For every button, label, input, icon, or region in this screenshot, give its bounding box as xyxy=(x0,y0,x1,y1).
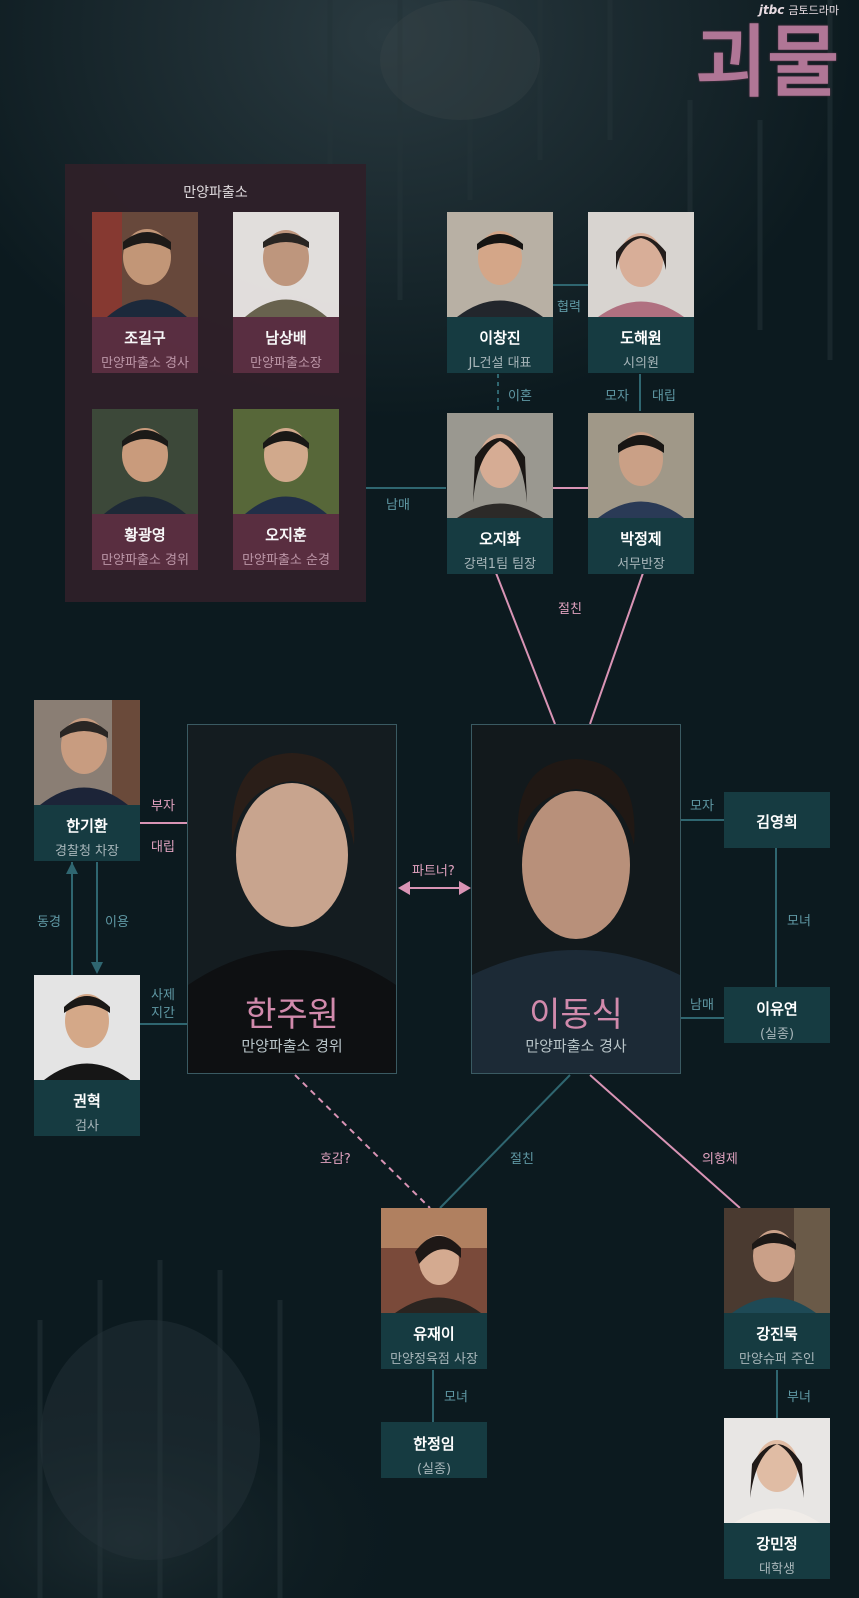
relation-best-friend2: 절친 xyxy=(510,1148,534,1167)
relation-mentor-line1: 사제 xyxy=(151,984,175,1003)
character-role: 경찰청 차장 xyxy=(34,836,140,859)
character-role: 만양정육점 사장 xyxy=(381,1344,487,1367)
character-role: 대학생 xyxy=(724,1554,830,1577)
portrait xyxy=(588,413,694,518)
character-role: 만양파출소 경위 xyxy=(92,545,198,568)
character-name: 조길구 xyxy=(92,317,198,348)
character-role: 강력1팀 팀장 xyxy=(447,549,553,572)
character-name: 유재이 xyxy=(381,1313,487,1344)
line-sworn-brothers xyxy=(590,1075,740,1208)
relation-siblings2: 남매 xyxy=(690,994,714,1013)
character-name: 한정임 xyxy=(381,1422,487,1454)
portrait xyxy=(233,212,339,317)
character-name: 황광영 xyxy=(92,514,198,545)
character-role: 만양파출소장 xyxy=(233,348,339,371)
character-name: 한주원 xyxy=(188,987,396,1036)
character-role: 시의원 xyxy=(588,348,694,371)
character-role: 만양슈퍼 주인 xyxy=(724,1344,830,1367)
character-name: 한기환 xyxy=(34,805,140,836)
portrait xyxy=(233,409,339,514)
portrait xyxy=(92,409,198,514)
character-name: 오지훈 xyxy=(233,514,339,545)
character-card-lee-yuyeon[interactable]: 이유연(실종) xyxy=(724,987,830,1043)
character-role: 만양파출소 경사 xyxy=(92,348,198,371)
line-crush xyxy=(295,1075,430,1208)
relation-mother-daughter2: 모녀 xyxy=(444,1386,468,1405)
character-role: 서무반장 xyxy=(588,549,694,572)
portrait xyxy=(724,1208,830,1313)
show-title: 괴물 xyxy=(695,20,839,106)
station-title: 만양파출소 xyxy=(65,182,366,202)
line-best-friend-left xyxy=(496,573,555,724)
portrait xyxy=(447,212,553,317)
relation-best-friend: 절친 xyxy=(558,598,582,617)
relation-divorce: 이혼 xyxy=(508,385,532,404)
character-name: 이동식 xyxy=(472,987,680,1036)
relation-father-son: 부자 xyxy=(151,795,175,814)
portrait xyxy=(724,1418,830,1523)
relation-conflict2: 대립 xyxy=(151,836,175,855)
relation-father-daughter: 부녀 xyxy=(787,1386,811,1405)
relation-cooperation: 협력 xyxy=(557,296,581,315)
character-name: 강진묵 xyxy=(724,1313,830,1344)
relation-colleague: 동경 xyxy=(37,911,61,930)
relation-mother-daughter: 모녀 xyxy=(787,910,811,929)
portrait xyxy=(588,212,694,317)
character-card-kim-younghee[interactable]: 김영희 xyxy=(724,792,830,848)
relation-mother-son: 모자 xyxy=(605,385,629,404)
portrait xyxy=(92,212,198,317)
character-name: 이유연 xyxy=(724,987,830,1019)
character-name: 권혁 xyxy=(34,1080,140,1111)
character-name: 남상배 xyxy=(233,317,339,348)
relation-mentor-line2: 지간 xyxy=(151,1002,175,1021)
portrait xyxy=(447,413,553,518)
relation-mother-son2: 모자 xyxy=(690,795,714,814)
relation-crush: 호감? xyxy=(320,1148,351,1167)
character-name: 오지화 xyxy=(447,518,553,549)
character-card-han-jeongim[interactable]: 한정임(실종) xyxy=(381,1422,487,1478)
character-name: 도해원 xyxy=(588,317,694,348)
portrait xyxy=(34,975,140,1080)
line-best-friend-right xyxy=(590,573,643,724)
character-role: (실종) xyxy=(724,1019,830,1042)
character-name: 강민정 xyxy=(724,1523,830,1554)
relation-conflict: 대립 xyxy=(652,385,676,404)
character-name: 이창진 xyxy=(447,317,553,348)
character-name: 김영희 xyxy=(724,792,830,832)
main-character-lee-dongsik[interactable]: 이동식 만양파출소 경사 xyxy=(471,724,681,1074)
character-role: (실종) xyxy=(381,1454,487,1477)
character-role: 만양파출소 경위 xyxy=(188,1035,396,1056)
relation-partner: 파트너? xyxy=(412,860,455,879)
portrait xyxy=(34,700,140,805)
line-best-friend2 xyxy=(440,1075,570,1208)
time-slot: 금토드라마 xyxy=(788,4,839,17)
relation-use: 이용 xyxy=(105,911,129,930)
relation-sworn-brothers: 의형제 xyxy=(702,1148,738,1167)
character-name: 박정제 xyxy=(588,518,694,549)
character-role: 만양파출소 순경 xyxy=(233,545,339,568)
character-role: 검사 xyxy=(34,1111,140,1134)
character-role: JL건설 대표 xyxy=(447,348,553,371)
network-logo: jtbc xyxy=(759,3,785,17)
main-character-han-juwon[interactable]: 한주원 만양파출소 경위 xyxy=(187,724,397,1074)
character-role: 만양파출소 경사 xyxy=(472,1035,680,1056)
portrait xyxy=(381,1208,487,1313)
relation-siblings: 남매 xyxy=(386,494,410,513)
